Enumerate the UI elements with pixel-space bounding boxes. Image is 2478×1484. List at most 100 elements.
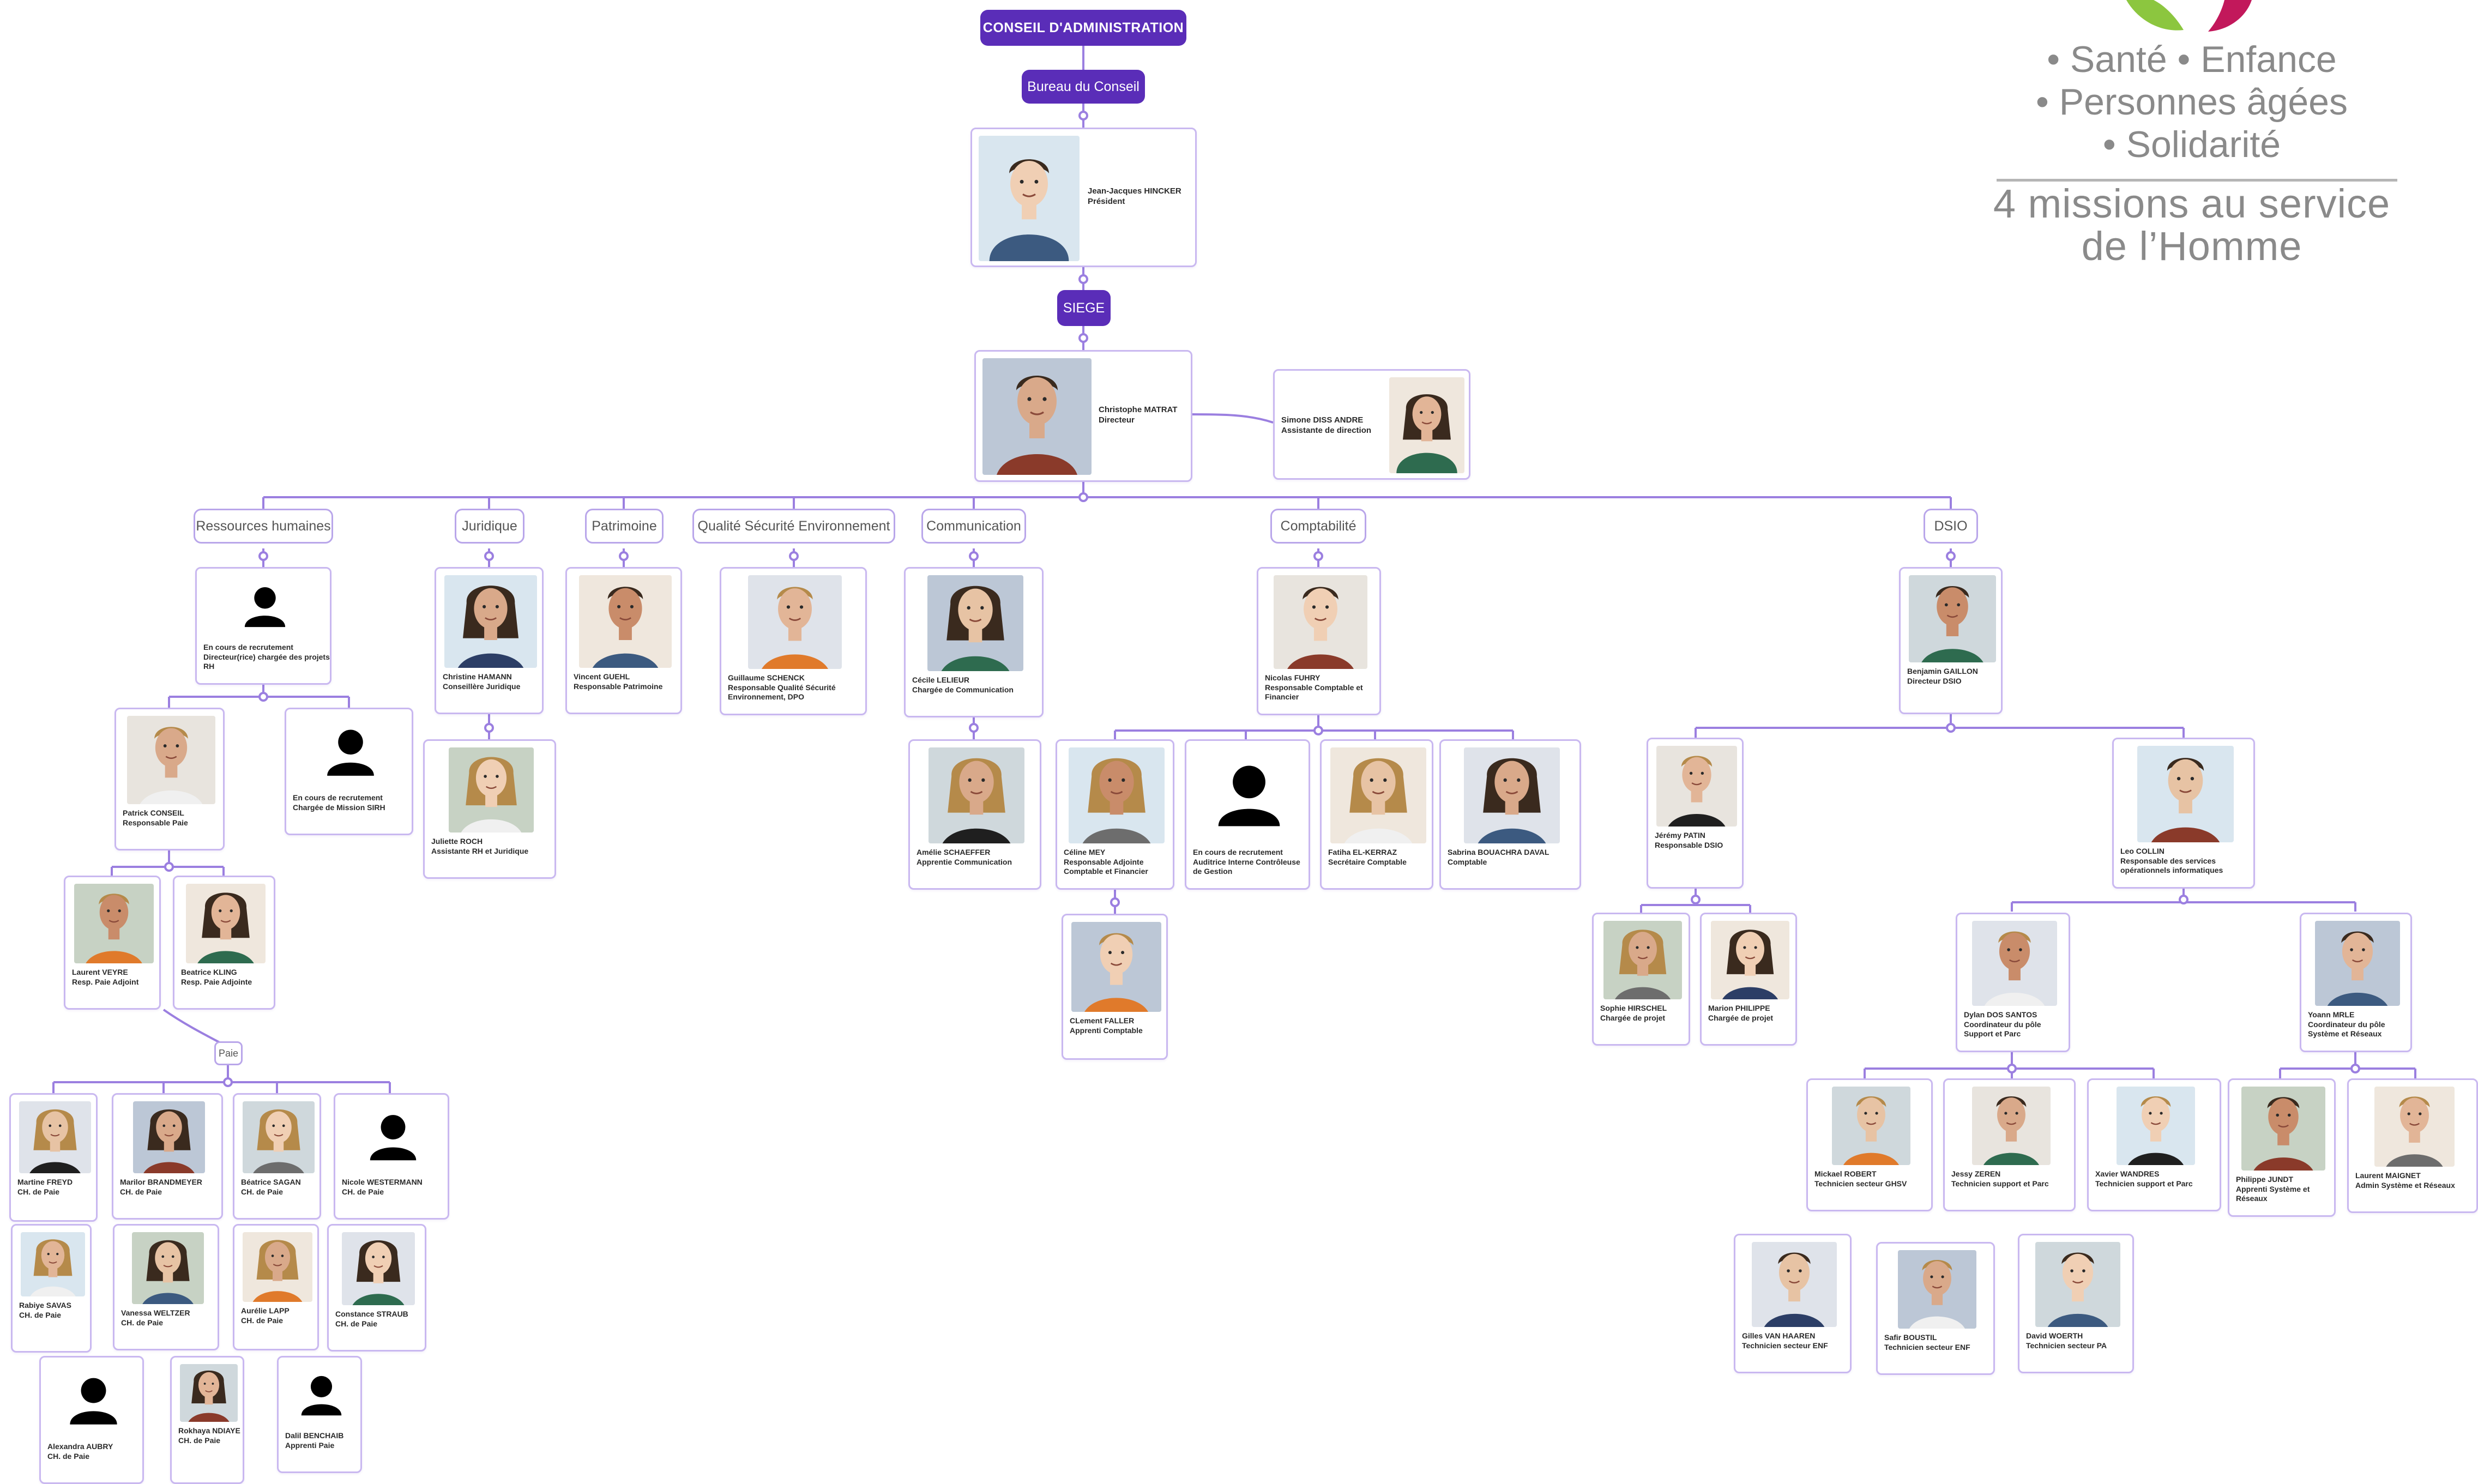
sub-unit-paie[interactable]: Paie <box>214 1041 243 1065</box>
person-name: David WOERTH <box>2026 1331 2083 1340</box>
person-photo <box>1752 1242 1837 1327</box>
person-name: Marion PHILIPPE <box>1708 1004 1770 1012</box>
board-node[interactable]: CONSEIL D'ADMINISTRATION <box>980 10 1186 46</box>
person-name: Sophie HIRSCHEL <box>1600 1004 1667 1012</box>
person-name: Gilles VAN HAAREN <box>1742 1331 1816 1340</box>
person-photo <box>2374 1087 2455 1167</box>
person-role: Apprenti Paie <box>285 1440 335 1450</box>
person-photo <box>131 1232 204 1304</box>
person-role: Comptable <box>1448 857 1487 866</box>
director-card[interactable]: Christophe MATRAT Directeur <box>974 350 1192 482</box>
president-card[interactable]: Jean-Jacques HINCKER Président <box>970 128 1197 267</box>
person-name: Yoann MRLE <box>2308 1010 2355 1019</box>
person-role: Responsable des services opérationnels i… <box>2120 856 2223 875</box>
person-name: Guillaume SCHENCK <box>728 673 805 682</box>
person-photo <box>1069 747 1165 843</box>
department-comptabilite[interactable]: Comptabilité <box>1270 509 1366 544</box>
person-name: Philippe JUNDT <box>2236 1175 2294 1184</box>
person-role: Auditrice Interne Contrôleuse de Gestion <box>1193 857 1300 876</box>
department-juridique[interactable]: Juridique <box>455 509 524 544</box>
department-dsio[interactable]: DSIO <box>1924 509 1978 544</box>
person-name: Xavier WANDRES <box>2095 1169 2160 1178</box>
person-placeholder-icon <box>314 716 387 789</box>
person-name: Dalil BENCHAIB <box>285 1431 344 1440</box>
bureau-node[interactable]: Bureau du Conseil <box>1022 70 1145 104</box>
department-qualite-securite-environnement[interactable]: Qualité Sécurité Environnement <box>692 509 895 544</box>
person-placeholder-icon <box>56 1364 130 1438</box>
director-photo <box>982 358 1092 475</box>
person-role: Responsable DSIO <box>1655 840 1723 849</box>
person-role: Resp. Paie Adjointe <box>181 977 252 986</box>
president-name: Jean-Jacques HINCKER <box>1088 186 1181 196</box>
person-role: Directeur(rice) chargée des projets RH <box>203 652 330 671</box>
person-role: CH. de Paie <box>120 1187 162 1196</box>
person-name: Béatrice SAGAN <box>241 1178 301 1186</box>
person-name: Fatiha EL-KERRAZ <box>1328 848 1397 856</box>
person-photo <box>1909 575 1996 662</box>
person-name: Aurélie LAPP <box>241 1306 290 1315</box>
siege-node[interactable]: SIEGE <box>1057 290 1111 326</box>
person-photo <box>74 884 154 963</box>
department-patrimoine[interactable]: Patrimoine <box>585 509 664 544</box>
department-ressources-humaines[interactable]: Ressources humaines <box>194 509 333 544</box>
person-role: CH. de Paie <box>342 1187 384 1196</box>
person-name: Dylan DOS SANTOS <box>1964 1010 2037 1019</box>
person-name: Beatrice KLING <box>181 968 237 976</box>
person-role: Admin Système et Réseaux <box>2355 1180 2455 1190</box>
person-name: Patrick CONSEIL <box>123 809 184 817</box>
person-role: Responsable Comptable et Financier <box>1265 683 1363 702</box>
director-name: Christophe MATRAT <box>1099 405 1178 414</box>
person-name: En cours de recrutement <box>1193 848 1283 856</box>
person-name: Rabiye SAVAS <box>19 1301 71 1310</box>
person-name: Marilor BRANDMEYER <box>120 1178 202 1186</box>
person-photo <box>127 716 215 804</box>
person-name: En cours de recrutement <box>203 643 293 651</box>
assistant-card[interactable]: Simone DISS ANDRE Assistante de directio… <box>1273 369 1470 480</box>
person-role: Responsable Patrimoine <box>574 681 663 691</box>
department-communication[interactable]: Communication <box>921 509 1026 544</box>
